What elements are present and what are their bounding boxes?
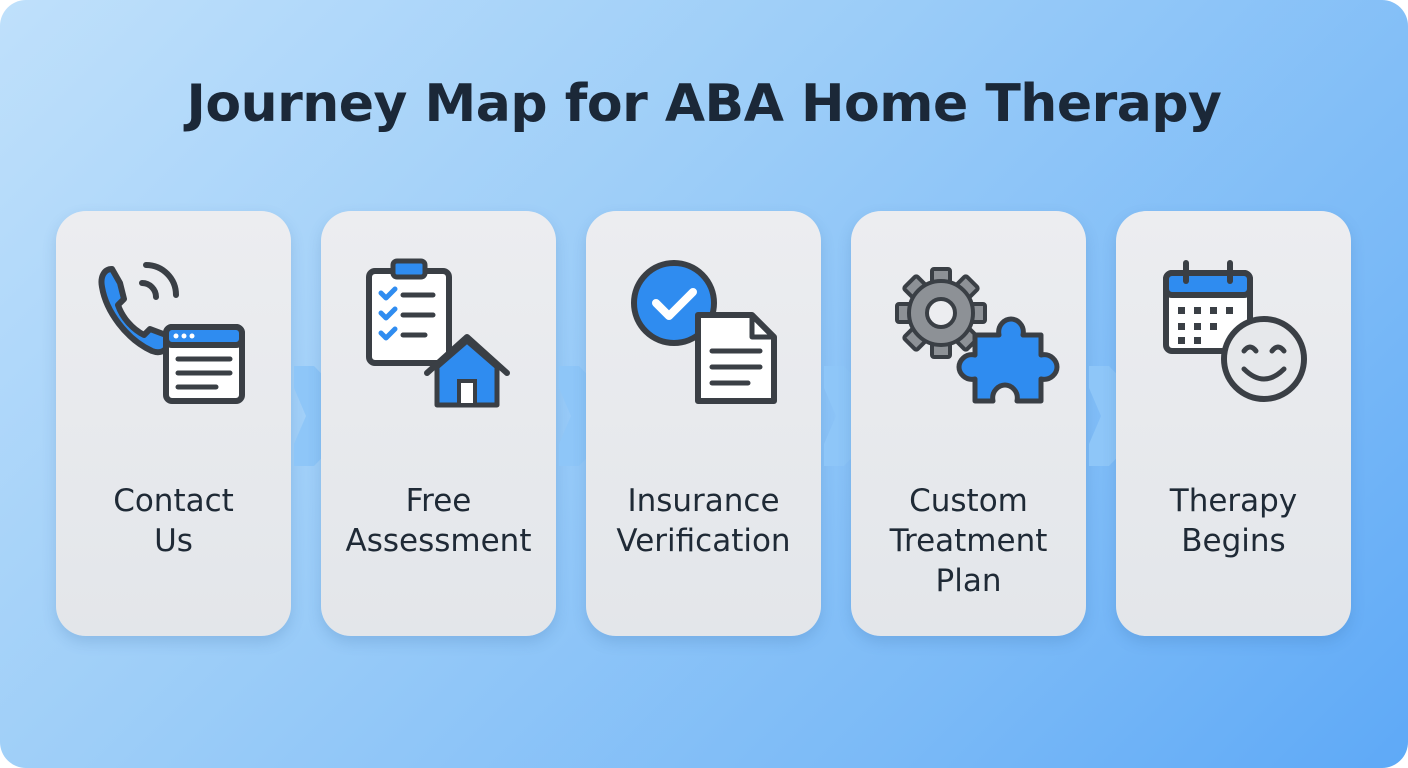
step-card-free-assessment: Free Assessment bbox=[321, 211, 556, 636]
step-card-custom-treatment-plan: Custom Treatment Plan bbox=[851, 211, 1086, 636]
check-badge-and-document-icon bbox=[586, 251, 821, 421]
step-card-insurance-verification: Insurance Verification bbox=[586, 211, 821, 636]
step-label: Free Assessment bbox=[345, 483, 532, 559]
step-label: Custom Treatment Plan bbox=[889, 483, 1048, 599]
page-title: Journey Map for ABA Home Therapy bbox=[186, 74, 1222, 134]
step-label: Insurance Verification bbox=[616, 483, 791, 559]
clipboard-and-house-icon bbox=[321, 251, 556, 421]
calendar-and-smiley-icon bbox=[1116, 251, 1351, 421]
step-label: Contact Us bbox=[113, 483, 234, 559]
step-card-contact-us: Contact Us bbox=[56, 211, 291, 636]
phone-and-web-form-icon bbox=[56, 251, 291, 421]
gear-and-puzzle-icon bbox=[851, 251, 1086, 421]
step-card-therapy-begins: Therapy Begins bbox=[1116, 211, 1351, 636]
step-label: Therapy Begins bbox=[1169, 483, 1298, 559]
